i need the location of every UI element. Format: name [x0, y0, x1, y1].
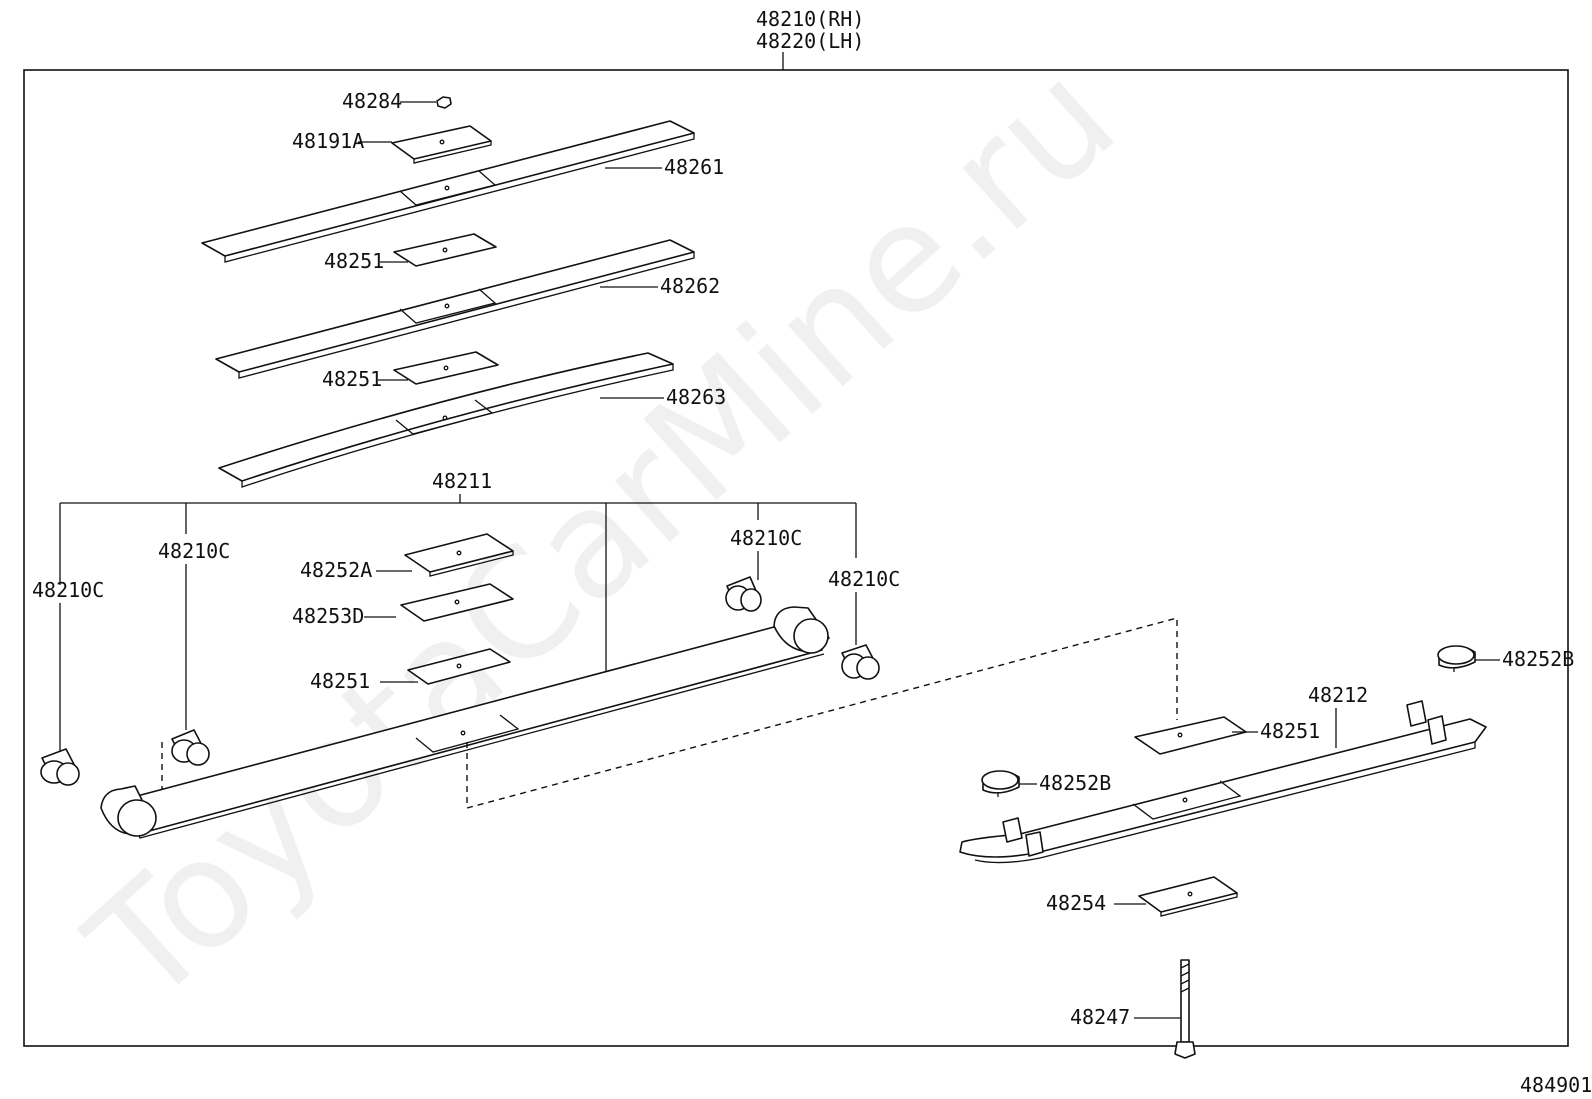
label-48284: 48284	[342, 89, 402, 113]
assembly-link-dashed	[466, 617, 1178, 809]
assembly-number-rh: 48210(RH)	[756, 7, 864, 31]
label-48261: 48261	[664, 155, 724, 179]
label-48253d: 48253D	[292, 604, 364, 628]
leaf-48261-center	[399, 170, 497, 206]
pad-48253d	[400, 583, 514, 622]
label-48254: 48254	[1046, 891, 1106, 915]
pad-48251-d	[1134, 716, 1247, 755]
pad-48191a	[391, 125, 492, 160]
leaf-48262	[215, 239, 695, 373]
pad-48251-d-hole	[1177, 732, 1183, 738]
cap-48252b-mid	[981, 770, 1020, 797]
label-48247: 48247	[1070, 1005, 1130, 1029]
label-48262: 48262	[660, 274, 720, 298]
pad-48191a-edge	[413, 141, 492, 164]
label-48210c-mid: 48210C	[730, 526, 802, 550]
label-48251-a: 48251	[324, 249, 384, 273]
pad-48254-hole	[1187, 891, 1193, 897]
label-48252b-mid: 48252B	[1039, 771, 1111, 795]
leaf-48262-center	[399, 288, 497, 324]
watermark: ToyotaCarMine.ru	[57, 31, 1148, 1038]
label-48191a: 48191A	[292, 129, 364, 153]
label-48252a: 48252A	[300, 558, 372, 582]
bushing-48210c-far-left	[40, 748, 80, 786]
label-48252b-top: 48252B	[1502, 647, 1574, 671]
leaf-48261-edge	[224, 133, 695, 263]
label-48212: 48212	[1308, 683, 1368, 707]
label-48263: 48263	[666, 385, 726, 409]
bushing-48210c-mid	[725, 576, 762, 612]
bushing-48210c-left	[171, 729, 210, 766]
pad-48251-c	[407, 648, 511, 685]
label-48210c-right: 48210C	[828, 567, 900, 591]
label-48210c-far-left: 48210C	[32, 578, 104, 602]
leaf-48212	[959, 700, 1487, 864]
nut-48284	[436, 96, 452, 109]
figure-id: 484901	[1520, 1073, 1592, 1097]
label-48211: 48211	[432, 469, 492, 493]
leaf-48261-hole	[444, 185, 450, 191]
pad-48251-a-hole	[442, 247, 448, 253]
pad-48253d-hole	[454, 599, 460, 605]
pad-48251-c-hole	[456, 663, 462, 669]
diagram-frame	[23, 69, 1569, 1047]
leaf-48263-hole	[442, 415, 448, 421]
pad-48251-b-hole	[443, 365, 449, 371]
label-48210c-left: 48210C	[158, 539, 230, 563]
pad-48191a-hole	[439, 139, 445, 145]
label-48251-b: 48251	[322, 367, 382, 391]
pad-48252a-hole	[456, 550, 462, 556]
pad-48252a-edge	[429, 551, 514, 577]
bushing-48210c-right	[841, 644, 880, 680]
pad-48251-b	[393, 351, 499, 385]
pad-48254-edge	[1160, 893, 1238, 917]
main-leaf-48211	[100, 606, 830, 839]
assembly-number-lh: 48220(LH)	[756, 29, 864, 53]
label-48251-d: 48251	[1260, 719, 1320, 743]
leaf-48262-edge	[238, 252, 695, 379]
leaf-48263-center	[395, 399, 494, 435]
bolt-48247	[1174, 959, 1196, 1059]
leaf-48262-hole	[444, 303, 450, 309]
pad-48251-a	[393, 233, 497, 267]
label-48251-c: 48251	[310, 669, 370, 693]
cap-48252b-top	[1437, 645, 1476, 672]
